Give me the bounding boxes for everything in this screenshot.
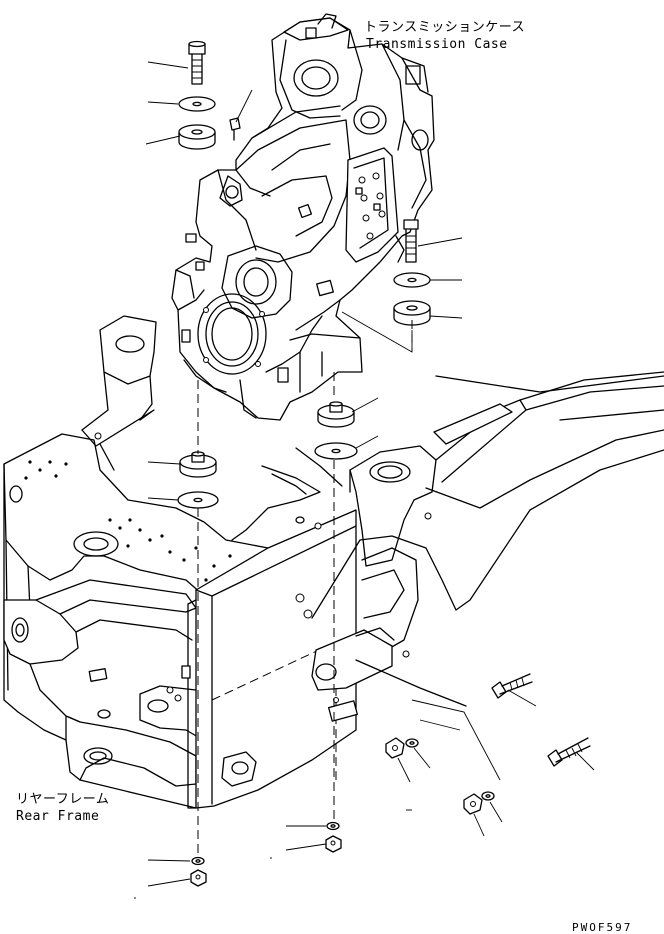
nut-bottom-right [325, 835, 342, 853]
washer-top-left [178, 96, 216, 112]
drawing-code: PWOF597 [572, 921, 633, 934]
nut-lower-middle-2 [463, 793, 483, 815]
washer-bottom-right [326, 821, 340, 831]
transmission-case [171, 13, 435, 421]
transmission-case-label-jp: トランスミッションケース [364, 20, 526, 35]
cushion-lower-left [179, 451, 217, 478]
small-bolt-top [229, 117, 241, 141]
washer-bottom-left [191, 856, 205, 866]
rear-frame [3, 315, 664, 809]
washer-lower-middle-2 [481, 791, 495, 801]
rear-frame-label-en: Rear Frame [16, 809, 100, 824]
washer-lower-right [314, 442, 358, 460]
transmission-case-label-en: Transmission Case [366, 37, 508, 52]
washer-right [393, 272, 431, 288]
rear-frame-label-jp: リヤーフレーム [16, 792, 110, 807]
nut-bottom-left [190, 869, 207, 887]
cushion-top-left [178, 124, 216, 150]
cushion-lower-right [317, 401, 355, 428]
mount-bolt-right [403, 219, 419, 263]
mount-bolt-top-left [188, 40, 206, 85]
nut-lower-middle-1 [385, 737, 405, 759]
bolt-lower-right-1 [491, 673, 533, 699]
washer-lower-middle-1 [405, 738, 419, 748]
frame-bolt-holes [24, 460, 252, 582]
bolt-lower-right-2 [547, 737, 591, 767]
leader-lines [134, 61, 595, 899]
washer-lower-left [177, 491, 219, 509]
